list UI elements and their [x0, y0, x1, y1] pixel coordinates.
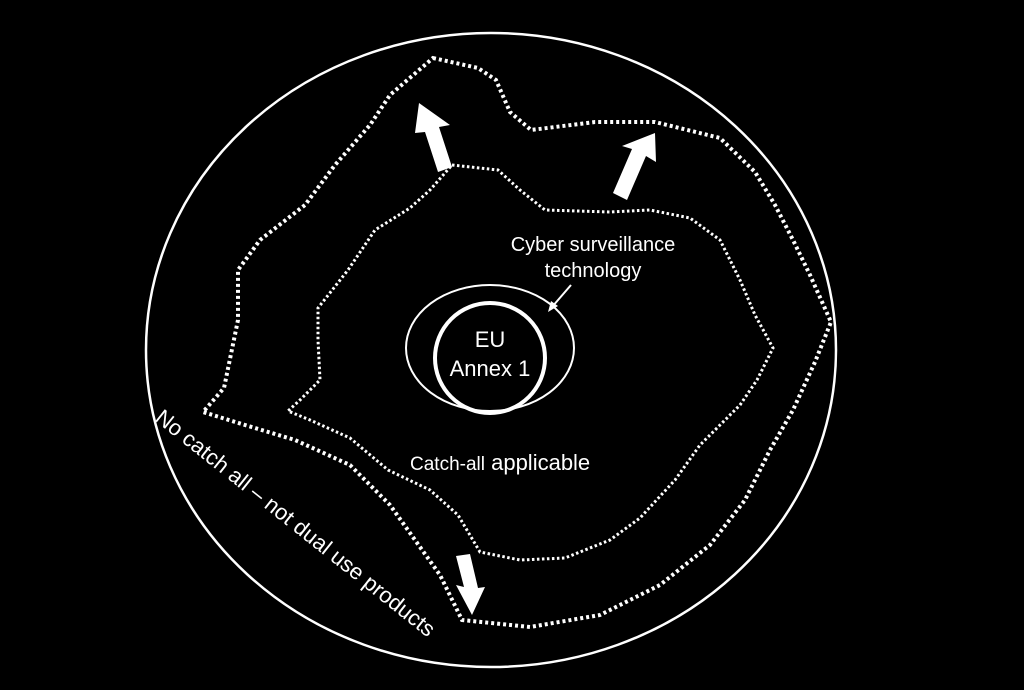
catch-all-suffix: applicable: [485, 450, 590, 475]
cyber-surveillance-label-line1: Cyber surveillance: [511, 234, 676, 256]
arrow-icon: [456, 554, 485, 615]
pointer-arrow-icon: [548, 284, 572, 312]
catch-all-prefix: Catch-all: [410, 454, 485, 475]
outer-dotted-boundary: [199, 55, 834, 630]
outer-circle: [144, 31, 838, 669]
catch-all-applicable-label: Catch-all applicable: [410, 450, 590, 475]
cyber-surveillance-label-line2: technology: [545, 260, 642, 282]
eu-annex-circle: [433, 301, 547, 415]
inner-dotted-boundary: [285, 163, 775, 562]
arrow-icon: [415, 103, 452, 172]
arrow-icon: [613, 133, 656, 200]
eu-annex-label-line1: EU: [475, 327, 506, 352]
eu-annex-label-line2: Annex 1: [450, 356, 531, 381]
